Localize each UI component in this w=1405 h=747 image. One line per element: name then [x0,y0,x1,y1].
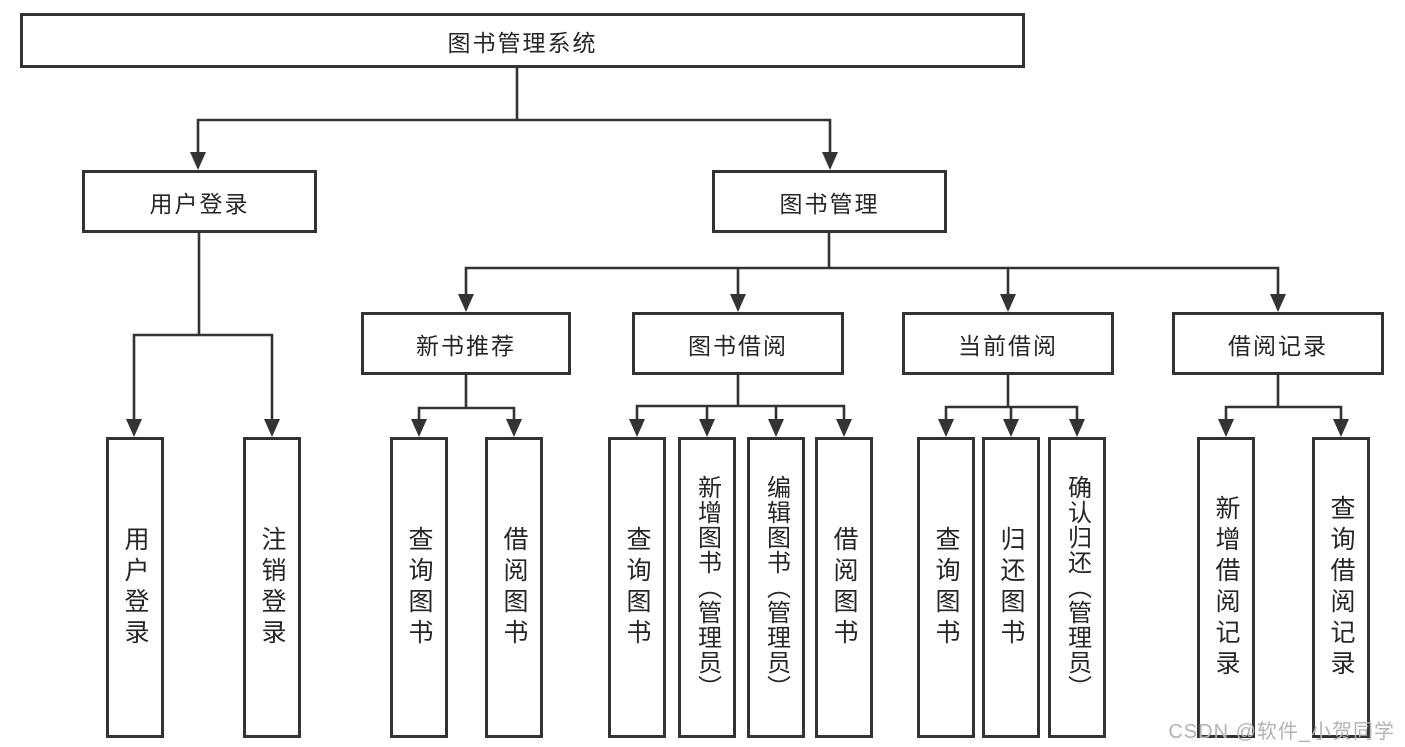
leaf-query-borrow-record: 查询借阅记录 [1312,437,1370,738]
leaf-label: 查询图书 [623,525,651,650]
leaf-label: 确认归还（管理员） [1063,475,1091,700]
leaf-query-books-recommend: 查询图书 [390,437,448,738]
node-library-management-system: 图书管理系统 [20,13,1025,68]
leaf-label: 查询图书 [932,525,960,650]
leaf-query-books-current: 查询图书 [917,437,975,738]
node-book-management: 图书管理 [712,170,947,233]
leaf-label: 编辑图书（管理员） [762,475,790,700]
leaf-label: 用户登录 [121,525,149,650]
csdn-watermark: CSDN @软件_小贺同学 [1168,721,1395,743]
leaf-label: 注销登录 [258,525,286,650]
leaf-label: 查询借阅记录 [1327,494,1355,681]
node-user-login: 用户登录 [82,170,317,233]
node-borrowing-records: 借阅记录 [1172,312,1384,375]
leaf-label: 借阅图书 [830,525,858,650]
leaf-label: 新增借阅记录 [1212,494,1240,681]
leaf-borrow-books: 借阅图书 [815,437,873,738]
node-book-borrowing: 图书借阅 [632,312,844,375]
leaf-label: 归还图书 [997,525,1025,650]
leaf-label: 借阅图书 [500,525,528,650]
leaf-query-books-borrow: 查询图书 [608,437,666,738]
leaf-add-borrow-record: 新增借阅记录 [1197,437,1255,738]
leaf-label: 新增图书（管理员） [693,475,721,700]
leaf-confirm-return-admin: 确认归还（管理员） [1048,437,1106,738]
leaf-add-book-admin: 新增图书（管理员） [678,437,736,738]
leaf-borrow-books-recommend: 借阅图书 [485,437,543,738]
leaf-label: 查询图书 [405,525,433,650]
node-current-borrowing: 当前借阅 [902,312,1114,375]
leaf-logout: 注销登录 [243,437,301,738]
leaf-edit-book-admin: 编辑图书（管理员） [747,437,805,738]
node-new-book-recommendation: 新书推荐 [361,312,571,375]
leaf-user-login: 用户登录 [106,437,164,738]
leaf-return-books: 归还图书 [982,437,1040,738]
